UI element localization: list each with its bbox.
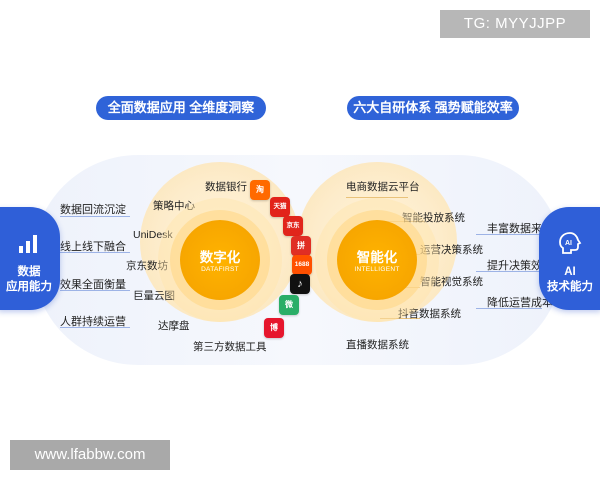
core-digital: 数字化 DATAFIRST [180,220,260,300]
core-digital-subtitle: DATAFIRST [201,266,239,273]
connector-line [476,271,542,272]
right-item: 丰富数据来源 [487,223,553,235]
bar-chart-icon [19,235,37,253]
badge-label-left: 数据应用能力 [6,266,52,293]
connector-line [60,290,130,291]
connector-line [60,216,130,217]
label-jd-shufang: 京东数坊 [126,260,168,272]
taobao-icon: 淘 [250,180,270,200]
connector-line [476,234,542,235]
label-data-bank: 数据银行 [205,181,247,193]
connector-line [346,197,408,198]
label-third-party-tools: 第三方数据工具 [193,341,267,353]
connector-line [380,318,420,319]
pinduoduo-icon: 拼 [291,236,311,256]
left-item: 人群持续运营 [60,316,126,328]
label-damopan: 达摩盘 [158,320,190,332]
left-item: 线上线下融合 [60,241,126,253]
wechat-icon: 微 [279,295,299,315]
right-item: 提升决策效率 [487,260,553,272]
core-intelligent-title: 智能化 [356,250,398,265]
title-left: 全面数据应用 全维度洞察 [96,96,266,120]
label-unidesk: UniDesk [133,229,173,241]
label-smart-vision: 智能视觉系统 [420,276,483,288]
douyin-icon: ♪ [290,274,310,294]
label-juliang-yuntu: 巨量云图 [133,290,175,302]
tmall-icon: 天猫 [270,197,290,217]
connector-line [60,252,130,253]
connector-line [60,327,130,328]
left-item: 数据回流沉淀 [60,204,126,216]
weibo-icon: 博 [264,318,284,338]
label-ops-decision: 运营决策系统 [420,244,483,256]
label-live-data: 直播数据系统 [346,339,409,351]
watermark-bottom: www.lfabbw.com [10,440,170,470]
jd-icon: 京东 [283,216,303,236]
label-ecommerce-cloud: 电商数据云平台 [346,181,420,193]
title-right: 六大自研体系 强势赋能效率 [347,96,519,120]
right-item: 降低运营成本 [487,297,553,309]
label-strategy-center: 策略中心 [153,200,195,212]
connector-line [402,287,420,288]
core-intelligent: 智能化 INTELLIGENT [337,220,417,300]
connector-line [380,221,424,222]
label-smart-ads: 智能投放系统 [402,212,465,224]
watermark-top: TG: MYYJJPP [440,10,590,38]
svg-text:AI: AI [565,240,572,247]
ai-head-icon: AI [559,232,582,254]
core-intelligent-subtitle: INTELLIGENT [354,266,400,273]
left-item: 效果全面衡量 [60,279,126,291]
connector-line [476,308,542,309]
core-digital-title: 数字化 [199,250,241,265]
label-douyin-data: 抖音数据系统 [398,308,461,320]
1688-icon: 1688 [292,255,312,275]
data-capability-badge: 数据应用能力 [0,207,60,310]
